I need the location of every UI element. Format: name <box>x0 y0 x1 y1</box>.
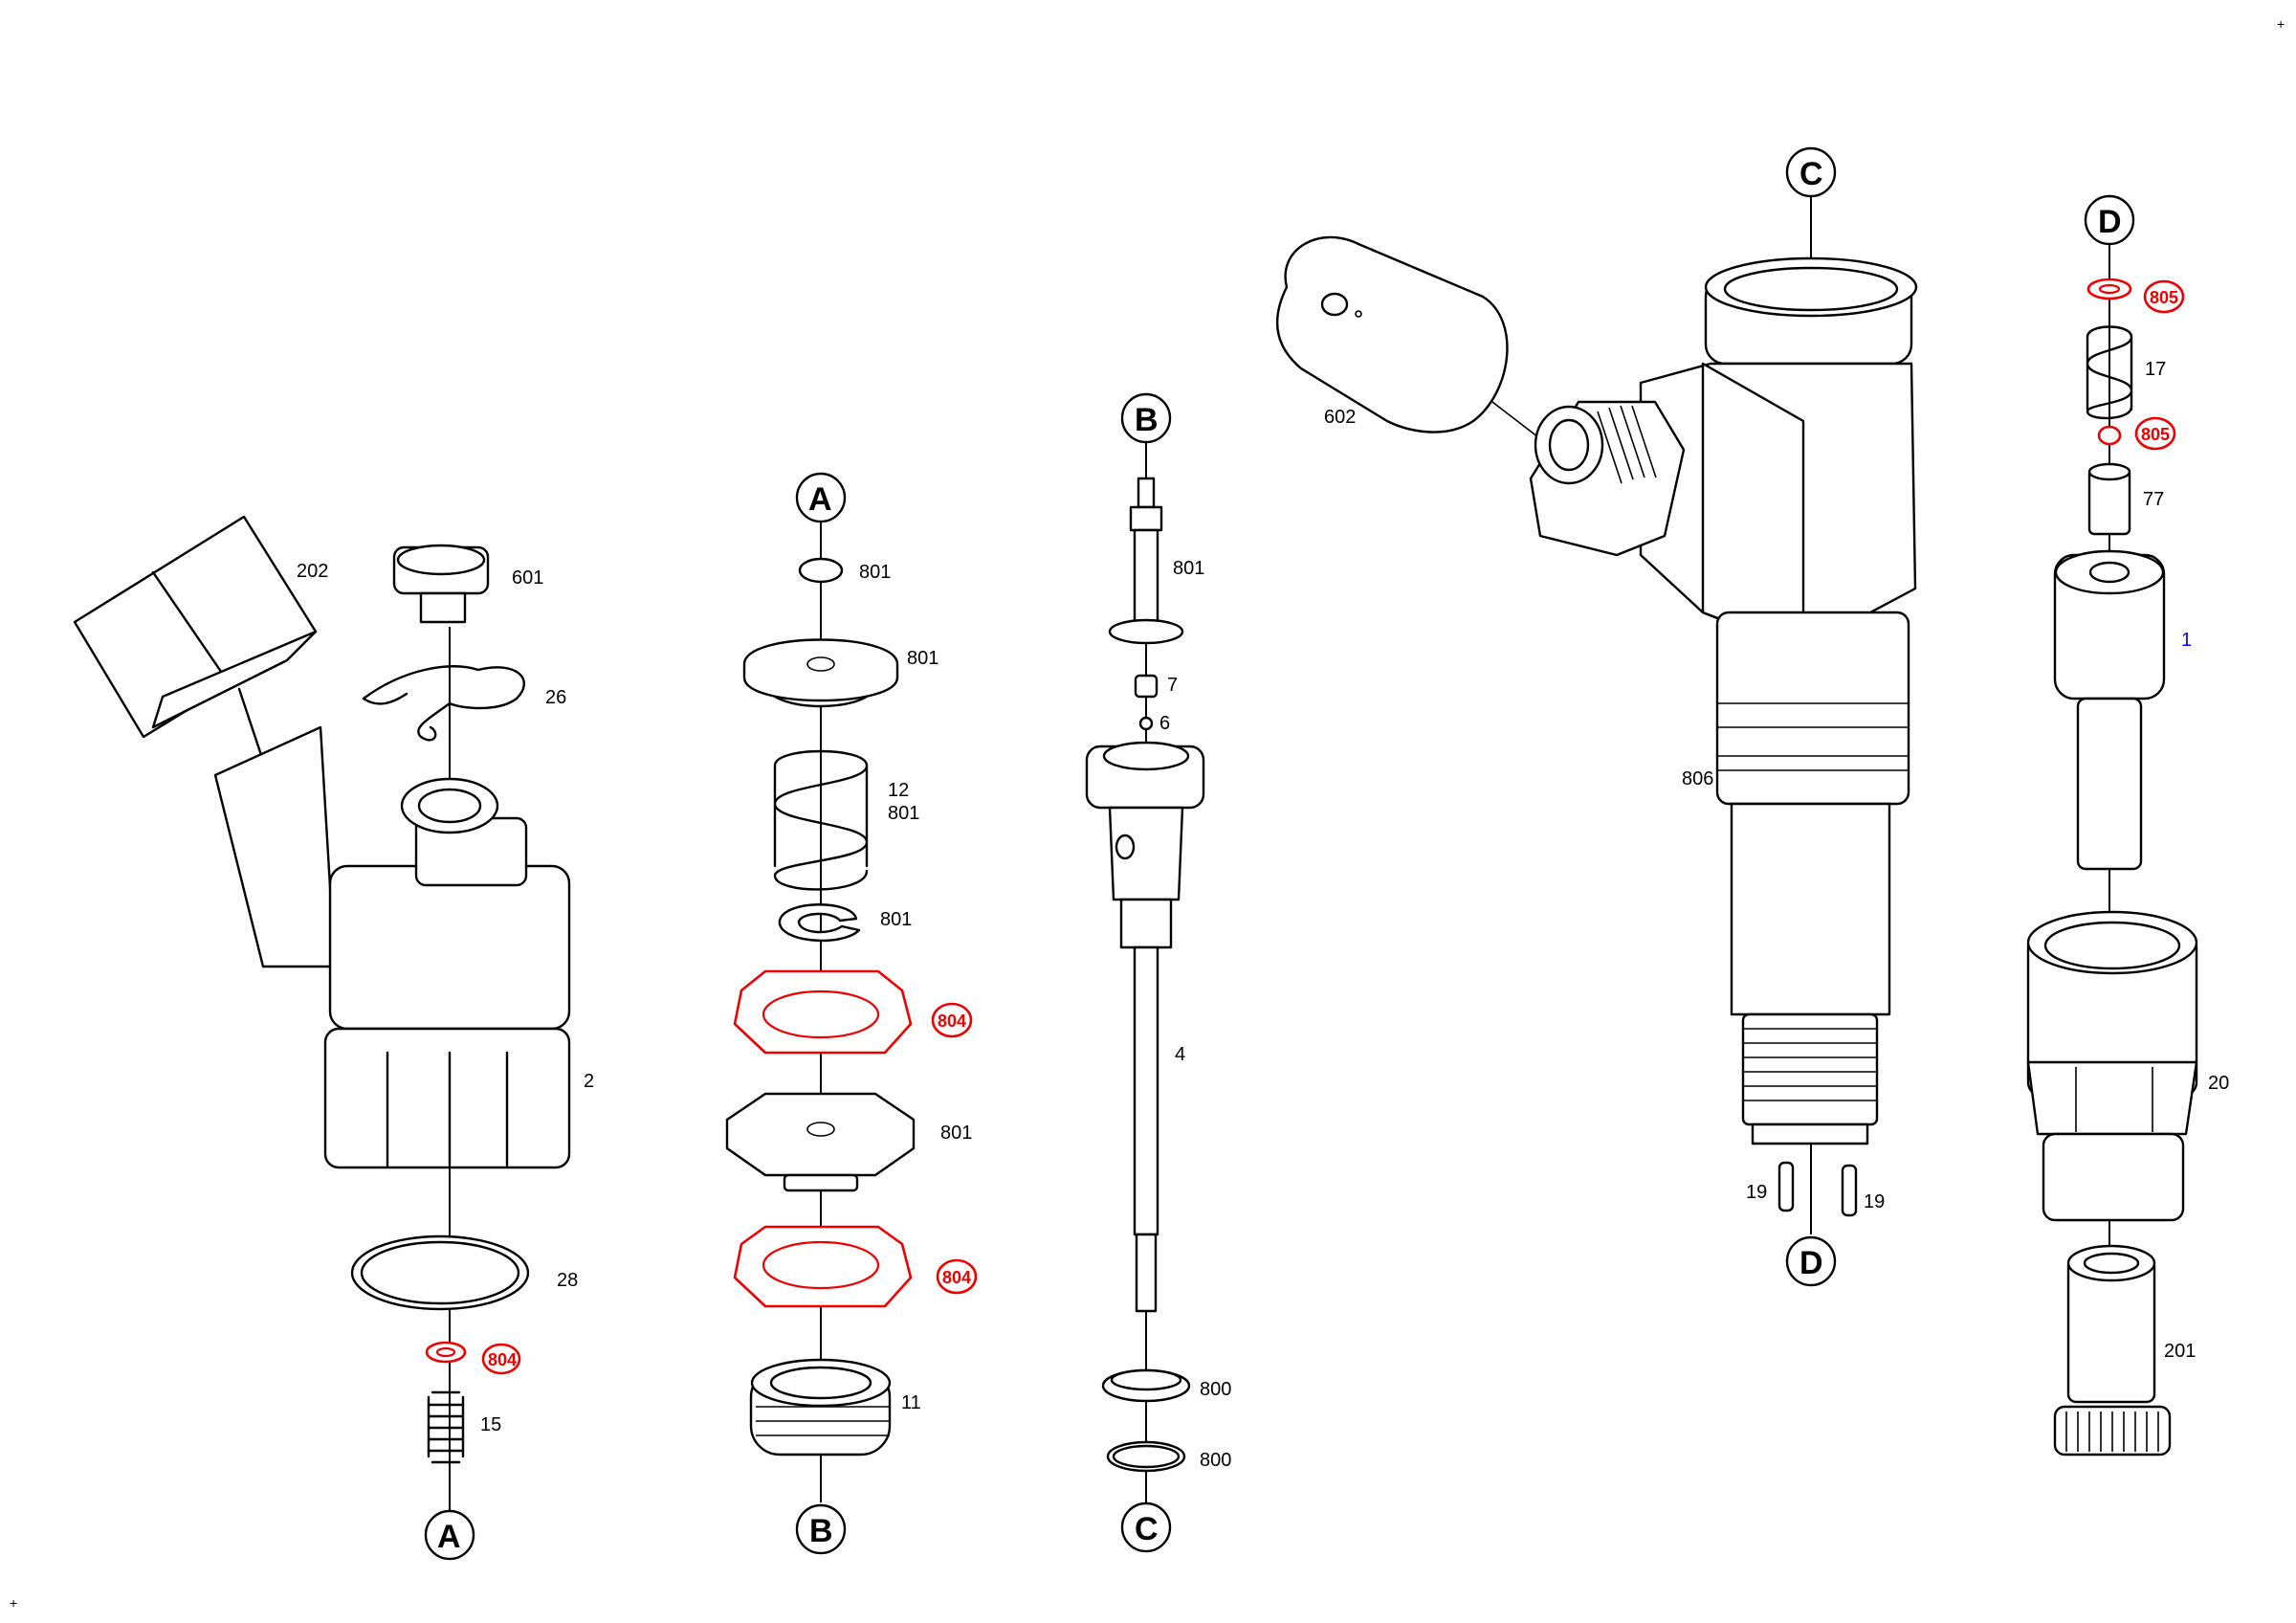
label-601: 601 <box>512 567 543 589</box>
group-column-5: D <box>2026 194 2229 1456</box>
connector-b-top: B <box>1135 402 1159 438</box>
part-601-cap <box>392 544 490 624</box>
label-201: 201 <box>2164 1341 2196 1362</box>
label-4: 4 <box>1175 1044 1185 1065</box>
connector-c-top: C <box>1799 156 1823 192</box>
label-1: 1 <box>2181 630 2192 651</box>
connector-d-top: D <box>2098 204 2122 240</box>
label-804-b: 804 <box>938 1012 966 1031</box>
group-column-2: A <box>725 472 978 1555</box>
label-801-c: 801 <box>888 803 919 824</box>
part-28-oring <box>350 1234 530 1311</box>
part-20-nozzle-nut <box>2026 910 2198 1222</box>
label-602: 602 <box>1324 407 1356 428</box>
part-801-clip-top <box>798 557 844 584</box>
group-column-4: C <box>1276 146 1918 1287</box>
part-26-clip <box>362 665 525 742</box>
connector-b-bottom: B <box>809 1513 833 1549</box>
part-801-hex-plate <box>725 1092 916 1192</box>
connector-c-bottom: C <box>1135 1511 1159 1547</box>
part-804-hex-washer-1 <box>733 969 913 1055</box>
label-800-b: 800 <box>1200 1450 1231 1471</box>
label-801-b: 801 <box>907 648 938 669</box>
label-801-f: 801 <box>1173 558 1204 579</box>
label-804-a: 804 <box>488 1350 517 1369</box>
part-11-nut <box>749 1358 892 1456</box>
label-801-d: 801 <box>880 909 912 930</box>
part-801-pin <box>1108 477 1184 645</box>
part-17-spring <box>2086 325 2133 420</box>
part-804-washer-small <box>425 1341 467 1364</box>
part-1-nozzle <box>2053 549 2166 871</box>
part-202-cover <box>73 515 327 949</box>
label-801-a: 801 <box>859 562 891 583</box>
part-800-ring-2 <box>1106 1440 1186 1473</box>
group-column-3: B <box>1085 392 1231 1553</box>
part-800-ring-1 <box>1101 1368 1191 1403</box>
part-201-sleeve <box>2053 1244 2172 1456</box>
part-801-cclip <box>778 903 861 942</box>
label-11: 11 <box>901 1392 921 1413</box>
part-7 <box>1134 674 1159 699</box>
part-4-piston-rod <box>1133 945 1159 1313</box>
part-2-housing <box>213 725 571 1169</box>
part-19-pin-right <box>1841 1164 1858 1217</box>
group-column-1: 202 601 26 2 28 804 15 A <box>73 515 594 1561</box>
label-26: 26 <box>545 687 566 708</box>
label-28: 28 <box>557 1270 578 1291</box>
part-12-spring <box>773 749 869 891</box>
connector-a-top: A <box>808 481 832 518</box>
label-2: 2 <box>584 1071 594 1092</box>
part-602-cap <box>1276 235 1556 451</box>
label-6: 6 <box>1159 713 1170 734</box>
label-15: 15 <box>480 1414 501 1435</box>
part-805-washer-top <box>2086 278 2132 300</box>
label-17: 17 <box>2145 359 2166 380</box>
label-805-b: 805 <box>2141 425 2170 444</box>
label-7: 7 <box>1167 675 1178 696</box>
label-801-e: 801 <box>940 1123 972 1144</box>
label-202: 202 <box>297 561 328 582</box>
connector-a-bottom: A <box>437 1519 461 1555</box>
part-19-pin-left <box>1777 1161 1795 1212</box>
label-20: 20 <box>2208 1073 2229 1094</box>
label-19-a: 19 <box>1746 1182 1767 1203</box>
corner-mark-top-right: + <box>2277 16 2285 32</box>
part-805-washer-small <box>2097 425 2122 446</box>
part-injector-body <box>1529 256 1918 1145</box>
label-806: 806 <box>1682 768 1713 789</box>
label-77: 77 <box>2143 489 2164 510</box>
part-801-disc <box>742 638 899 708</box>
corner-mark-bottom-left: + <box>10 1595 17 1611</box>
part-6-ball <box>1138 716 1154 731</box>
part-15-spring <box>427 1390 465 1464</box>
label-804-c: 804 <box>942 1268 971 1287</box>
label-800-a: 800 <box>1200 1379 1231 1400</box>
label-12: 12 <box>888 780 909 801</box>
label-805-a: 805 <box>2150 288 2178 307</box>
label-19-b: 19 <box>1864 1191 1885 1212</box>
part-804-hex-washer-2 <box>733 1225 913 1308</box>
part-77-spacer <box>2087 462 2131 536</box>
part-valve-body <box>1085 741 1205 949</box>
connector-d-bottom: D <box>1799 1245 1823 1281</box>
